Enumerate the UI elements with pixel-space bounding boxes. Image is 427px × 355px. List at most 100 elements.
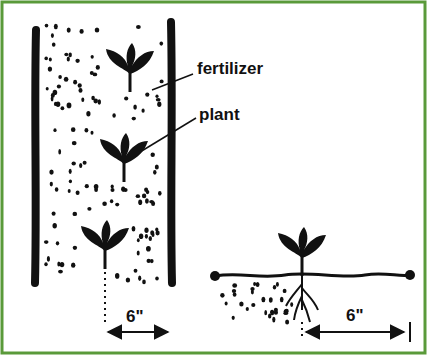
fertilizer-dot bbox=[69, 179, 72, 183]
fertilizer-dot bbox=[253, 282, 256, 286]
fertilizer-dot bbox=[142, 109, 145, 113]
fertilizer-dot bbox=[160, 80, 164, 84]
fertilizer-dot bbox=[115, 203, 119, 207]
fertilizer-dot bbox=[51, 33, 54, 38]
fertilizer-dot bbox=[72, 141, 77, 145]
fertilizer-dot bbox=[44, 57, 48, 61]
fertilizer-dot bbox=[149, 236, 152, 241]
fertilizer-dot bbox=[98, 99, 101, 104]
fertilizer-dot bbox=[96, 65, 100, 70]
fertilizer-dot bbox=[126, 278, 130, 283]
fertilizer-dot bbox=[73, 80, 77, 85]
fertilizer-dot bbox=[115, 273, 119, 279]
fertilizer-dot bbox=[68, 189, 71, 193]
fertilizer-dot bbox=[158, 191, 162, 196]
dimension-guide bbox=[104, 272, 106, 325]
fertilizer-dot bbox=[71, 127, 76, 132]
fertilizer-dot bbox=[145, 234, 148, 239]
fertilizer-dot bbox=[269, 297, 273, 303]
fertilizer-dot bbox=[57, 85, 61, 89]
fertilizer-dot bbox=[146, 190, 150, 194]
fertilizer-dot bbox=[50, 182, 53, 187]
fertilizer-dot bbox=[85, 128, 89, 133]
fertilizer-dot bbox=[81, 98, 84, 102]
fertilizer-dot bbox=[73, 246, 77, 250]
frame bbox=[2, 2, 425, 353]
fertilizer-dot bbox=[157, 102, 161, 107]
fertilizer-dot bbox=[250, 287, 254, 291]
fertilizer-dot bbox=[138, 276, 141, 281]
fertilizer-dot bbox=[45, 24, 49, 28]
fertilizer-dot bbox=[54, 24, 58, 29]
fertilizer-dot bbox=[160, 42, 164, 46]
fertilizer-dot bbox=[155, 227, 158, 231]
fertilizer-dot bbox=[44, 240, 49, 244]
fertilizer-dot bbox=[134, 269, 138, 273]
fertilizer-dot bbox=[246, 307, 249, 311]
fertilizer-dots bbox=[44, 24, 164, 285]
fertilizer-dot bbox=[53, 223, 57, 228]
fertilizer-dot bbox=[48, 67, 52, 72]
fertilizer-dot bbox=[137, 238, 140, 242]
fertilizer-dot bbox=[57, 261, 60, 266]
fertilizer-dot bbox=[90, 71, 94, 75]
fertilizer-dot bbox=[73, 212, 78, 216]
fertilizer-dot bbox=[150, 230, 154, 235]
fertilizer-dot bbox=[67, 56, 70, 61]
fertilizer-dot bbox=[49, 58, 52, 62]
fertilizer-dot bbox=[142, 194, 146, 199]
fertilizer-dot bbox=[83, 161, 87, 165]
fertilizer-dot bbox=[264, 310, 267, 315]
fertilizer-dot bbox=[51, 96, 54, 101]
fertilizer-dot bbox=[276, 282, 279, 287]
fertilizer-dot bbox=[232, 289, 236, 293]
fertilizer-dot bbox=[112, 113, 115, 117]
fertilizer-dot bbox=[233, 292, 237, 296]
fertilizer-dot bbox=[111, 188, 115, 192]
fertilizer-dot bbox=[121, 187, 125, 192]
fertilizer-dot bbox=[69, 53, 72, 58]
fertilizer-dot bbox=[285, 309, 289, 314]
fertilizer-dot bbox=[61, 106, 65, 110]
fertilizer-dot bbox=[220, 293, 224, 298]
fertilizer-dot bbox=[225, 302, 228, 306]
fertilizer-dot bbox=[49, 170, 53, 175]
fertilizer-dot bbox=[44, 262, 47, 266]
fertilizer-dot bbox=[137, 250, 140, 255]
plant-icon bbox=[278, 227, 326, 276]
fertilizer-dot bbox=[272, 317, 275, 323]
dimension-arrow bbox=[108, 331, 168, 333]
fertilizer-dot bbox=[274, 310, 278, 315]
fertilizer-dot bbox=[136, 25, 141, 29]
fertilizer-dot bbox=[86, 111, 90, 116]
bed-edge bbox=[171, 22, 172, 283]
roots bbox=[286, 276, 318, 322]
fertilizer-dot bbox=[79, 163, 82, 168]
fertilizer-dot bbox=[284, 309, 289, 314]
fertilizer-dot bbox=[232, 316, 235, 320]
fertilizer-dot bbox=[95, 27, 100, 32]
fertilizer-dot bbox=[72, 162, 76, 166]
ground-mound bbox=[405, 270, 415, 280]
fertilizer-dot bbox=[138, 200, 142, 206]
fertilizer-dot bbox=[91, 96, 95, 100]
ground-line bbox=[215, 274, 410, 276]
fertilizer-dot bbox=[133, 104, 137, 109]
dimension-guide bbox=[301, 322, 303, 340]
plant-icon bbox=[106, 43, 154, 92]
fertilizer-dot bbox=[94, 184, 99, 189]
fertilizer-dot bbox=[153, 170, 156, 175]
fertilizer-dot bbox=[85, 184, 89, 188]
fertilizer-dot bbox=[67, 28, 71, 33]
fertilizer-dot bbox=[47, 256, 50, 262]
fertilizer-dot bbox=[111, 184, 114, 188]
fertilizer-dot bbox=[146, 246, 151, 252]
fertilizer-dot bbox=[270, 310, 274, 315]
fertilizer-dot bbox=[79, 88, 83, 93]
fertilizer-dot bbox=[239, 301, 243, 306]
fertilizer-dot bbox=[232, 283, 237, 288]
fertilizer-dot bbox=[132, 226, 136, 231]
callout-label: fertilizer bbox=[197, 60, 263, 77]
fertilizer-dot bbox=[110, 199, 113, 203]
